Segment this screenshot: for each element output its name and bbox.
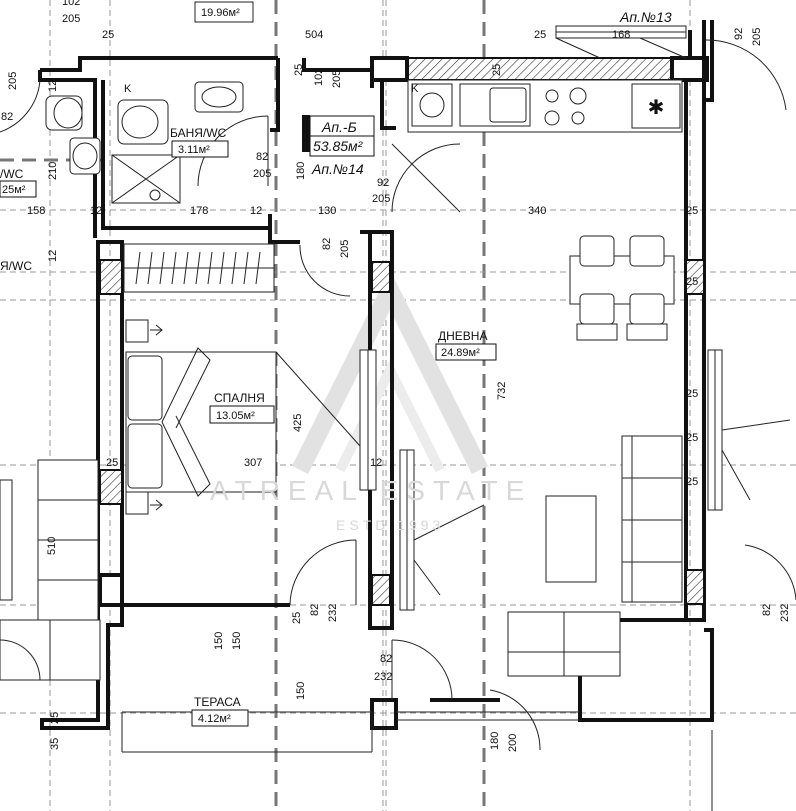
- bathroom-name: БАНЯ/WC: [170, 126, 227, 140]
- dim-k-2: K: [411, 83, 419, 95]
- dim-150-a: 150: [213, 632, 225, 650]
- dim-12-d: 12: [47, 250, 59, 262]
- dim-12-a: 12: [90, 205, 102, 217]
- dining-table: [569, 235, 675, 341]
- apartment-area: 53.85м²: [313, 138, 364, 154]
- dim-25-e: 25: [686, 388, 698, 400]
- watermark-est: ESTD 1993: [336, 517, 444, 533]
- dim-168: 168: [612, 29, 630, 41]
- dim-82-d: 82: [380, 653, 392, 665]
- svg-text:✱: ✱: [648, 97, 665, 119]
- dim-82-f: 82: [1, 111, 13, 123]
- dim-232-b: 232: [374, 671, 392, 683]
- dim-510: 510: [46, 537, 58, 555]
- dim-25-g: 25: [686, 476, 698, 488]
- neighbor-apartment-number: Ап.№13: [619, 9, 672, 25]
- dim-130: 130: [318, 205, 336, 217]
- dim-102-a: 102: [313, 68, 325, 86]
- dim-205-a: 205: [253, 168, 271, 180]
- dim-102-b: 102: [62, 0, 80, 8]
- dim-25-h: 25: [106, 457, 118, 469]
- neighbor-left-area: 25м²: [2, 184, 26, 196]
- dim-205-d: 205: [751, 28, 763, 46]
- windows: [359, 25, 791, 611]
- dim-504: 504: [305, 29, 323, 41]
- dim-232-a: 232: [327, 604, 339, 622]
- dim-205-e: 205: [331, 70, 343, 88]
- dim-200: 200: [507, 734, 519, 752]
- dim-82-b: 82: [321, 238, 333, 250]
- bathroom-area: 3.11м²: [178, 144, 210, 156]
- neighbor-sofa: [0, 459, 101, 681]
- dim-25-b: 25: [534, 29, 546, 41]
- dim-340: 340: [528, 205, 546, 217]
- bathroom-fixtures: [45, 81, 244, 204]
- dim-82-a: 82: [256, 151, 268, 163]
- kitchen-counter: ✱: [407, 79, 683, 133]
- terrace-name: ТЕРАСА: [194, 695, 241, 709]
- apartment-label: Ап.-Б: [321, 119, 357, 135]
- dim-25-f: 25: [686, 432, 698, 444]
- dim-210: 210: [47, 162, 59, 180]
- dim-205-g: 205: [7, 72, 19, 90]
- dimensions: 504 168 340 158 178 130 307 425 732 510 …: [1, 0, 791, 752]
- neighbor-left-bath-2: /WC: [0, 167, 24, 181]
- dim-25-i: 25: [293, 64, 305, 76]
- dim-205-c: 205: [339, 240, 351, 258]
- dim-150-b: 150: [231, 632, 243, 650]
- terrace-area: 4.12м²: [198, 713, 231, 725]
- dim-232-c: 232: [779, 604, 791, 622]
- dim-92-b: 92: [733, 28, 745, 40]
- wardrobe: [123, 243, 275, 293]
- bedroom-area: 13.05м²: [216, 410, 255, 422]
- dim-25-k: 25: [291, 612, 303, 624]
- dim-180-b: 180: [489, 732, 501, 750]
- dim-12-e: 12: [47, 80, 59, 92]
- dim-82-c: 82: [309, 604, 321, 616]
- dim-25-d: 25: [686, 276, 698, 288]
- dim-158: 158: [27, 205, 45, 217]
- watermark-brand: ATREAL ESTATE: [210, 475, 532, 506]
- living-name: ДНЕВНА: [438, 329, 487, 343]
- dim-12-b: 12: [250, 205, 262, 217]
- dim-12-c: 12: [370, 457, 382, 469]
- doors: [0, 39, 796, 751]
- room-labels: БАНЯ/WC 3.11м² СПАЛНЯ 13.05м² ДНЕВНА 24.…: [0, 7, 497, 727]
- neighbor-area-box: [194, 1, 254, 23]
- dim-25-j: 25: [491, 64, 503, 76]
- dim-35: 35: [49, 738, 61, 750]
- dim-180-a: 180: [295, 162, 307, 180]
- bedroom-name: СПАЛНЯ: [214, 391, 265, 405]
- neighbor-left-bath: Я/WC: [0, 259, 32, 273]
- sofa: [507, 435, 683, 677]
- dim-205-f: 205: [62, 13, 80, 25]
- neighbor-top-area: 19.96м²: [201, 7, 240, 19]
- dim-205-b: 205: [372, 193, 390, 205]
- apartment-number: Ап.№14: [311, 161, 364, 177]
- dim-732: 732: [496, 382, 508, 400]
- dim-k-1: K: [124, 83, 132, 95]
- apartment-labels: Ап.-Б 53.85м² Ап.№14 Ап.№13: [309, 9, 672, 177]
- dim-25-l: 25: [49, 712, 61, 724]
- dim-425: 425: [292, 414, 304, 432]
- dim-92-a: 92: [377, 177, 389, 189]
- dim-25-a: 25: [102, 29, 114, 41]
- dim-150-c: 150: [295, 682, 307, 700]
- dim-25-c: 25: [686, 205, 698, 217]
- living-area: 24.89м²: [441, 347, 480, 359]
- dim-178: 178: [190, 205, 208, 217]
- dim-307: 307: [244, 457, 262, 469]
- dim-82-e: 82: [761, 604, 773, 616]
